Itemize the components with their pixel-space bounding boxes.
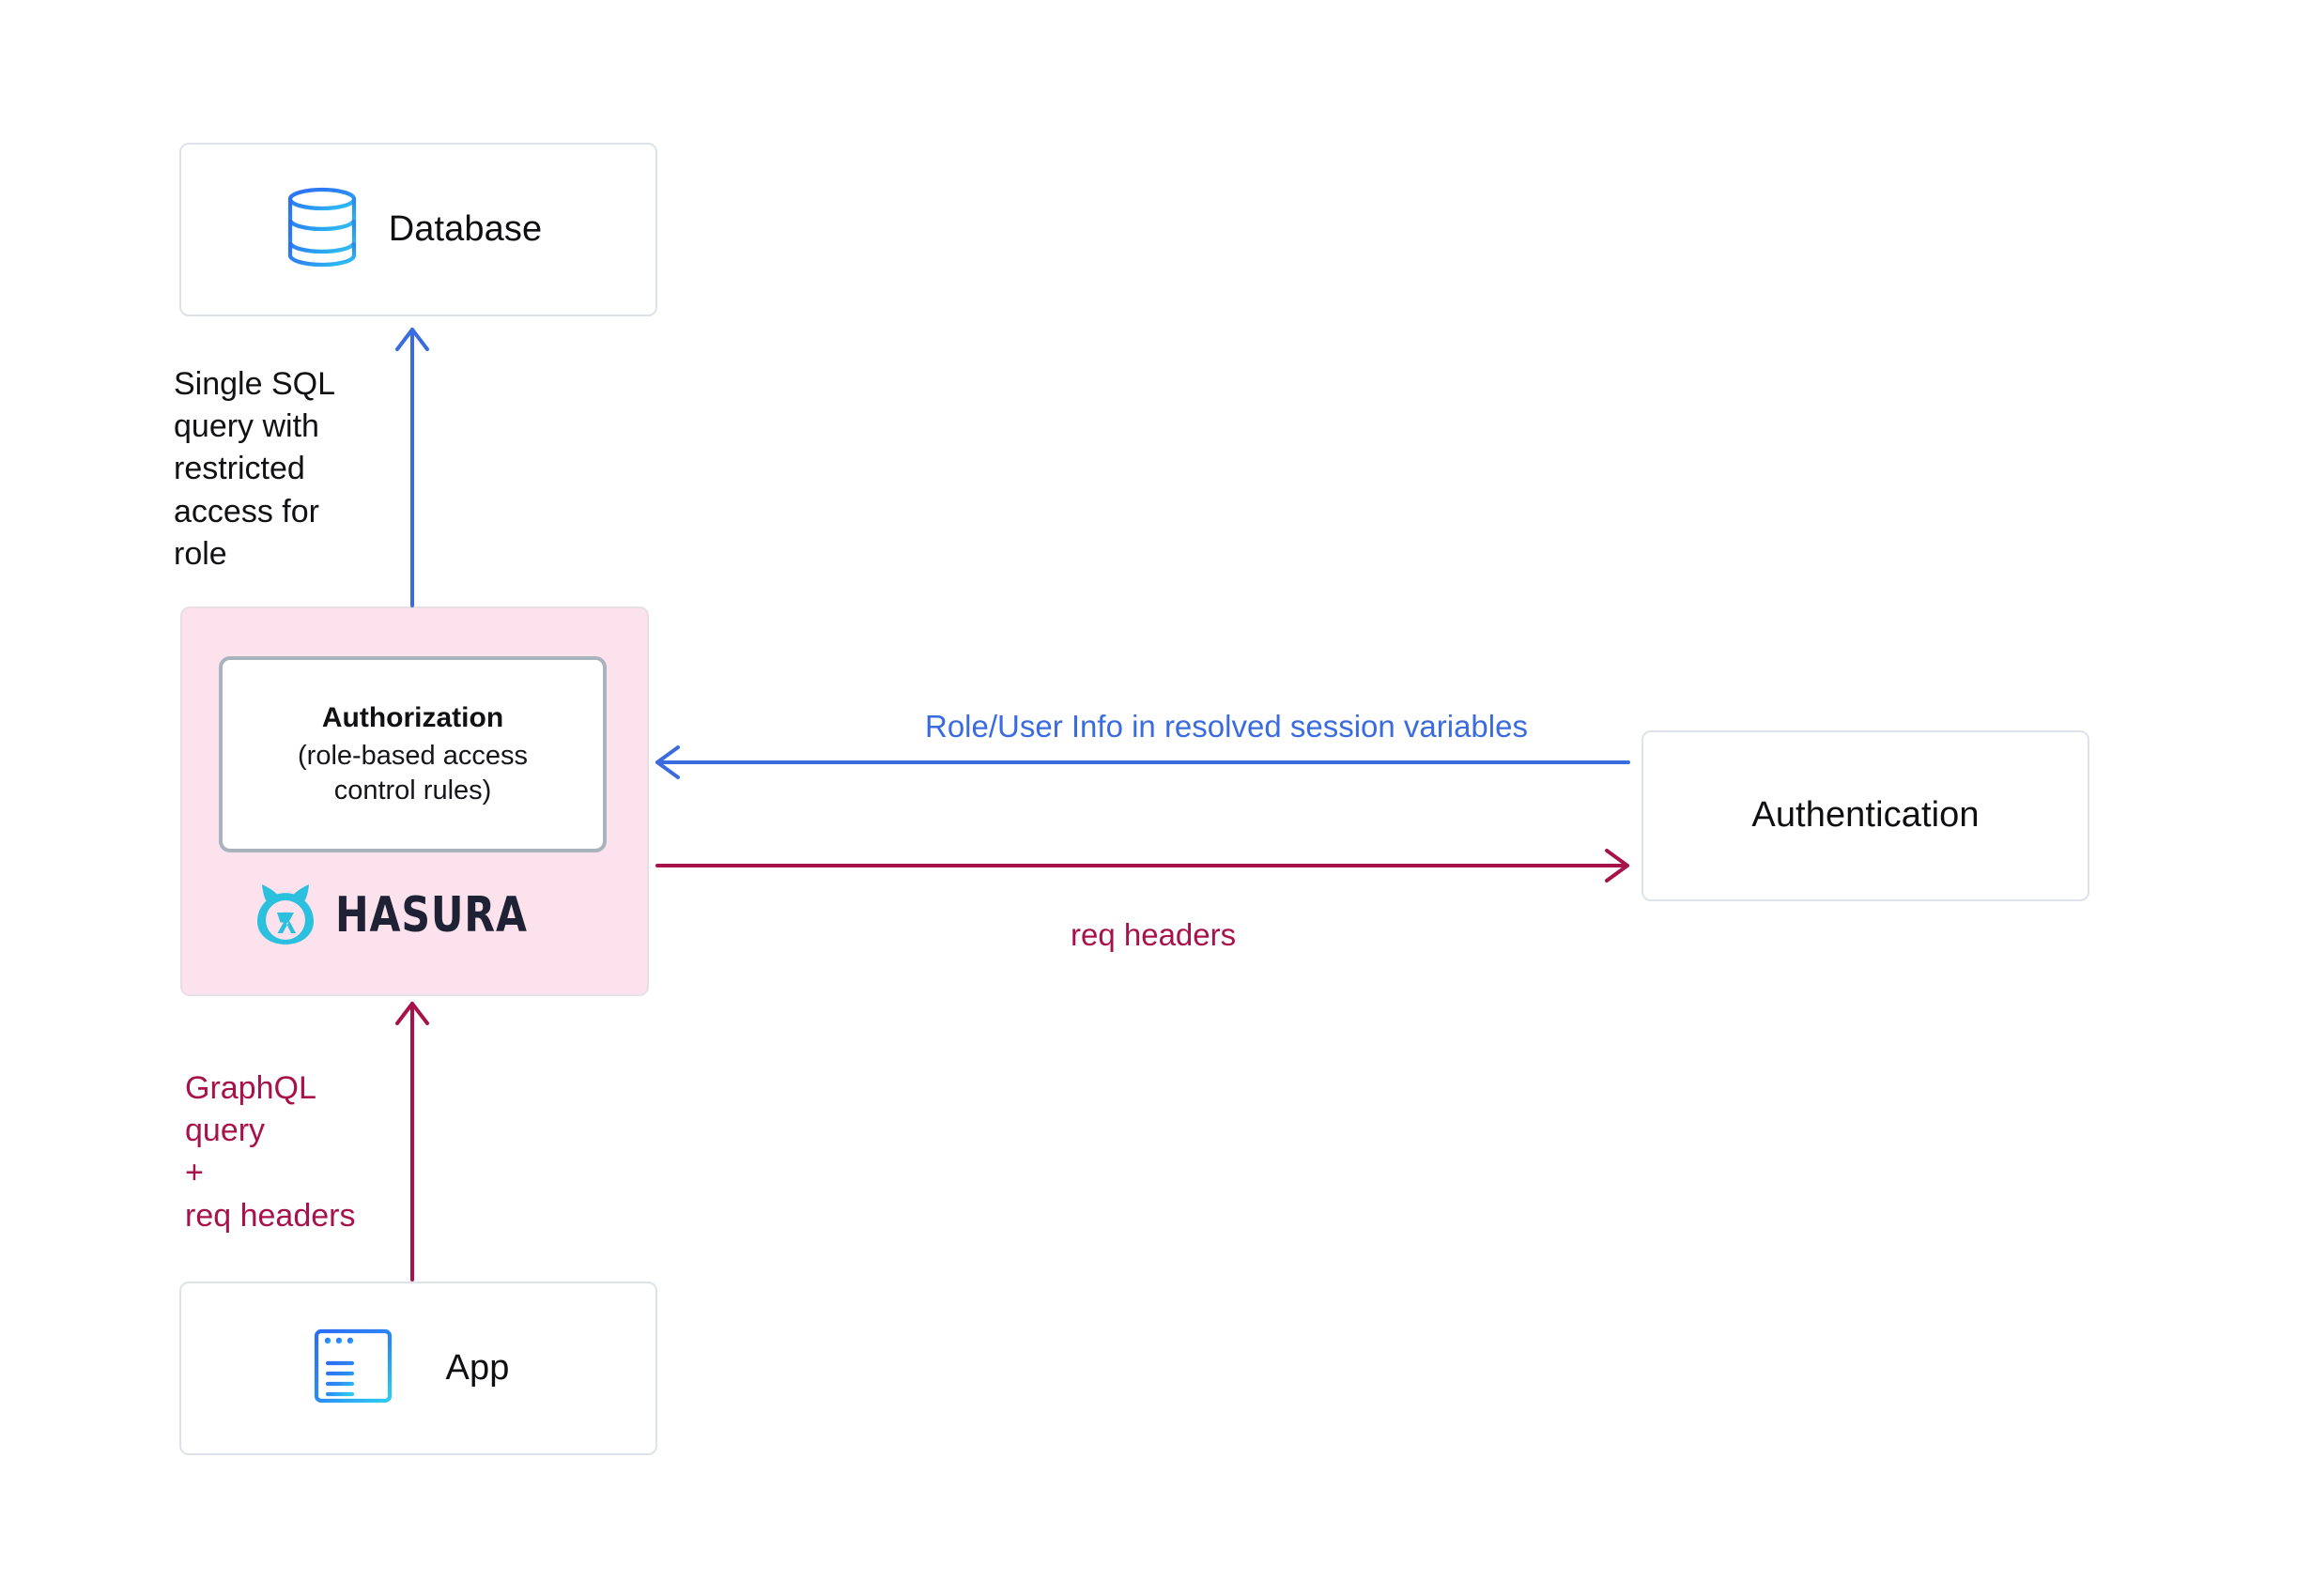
authorization-subtitle-line-2: control rules) (333, 775, 492, 806)
app-node-content: App (313, 1326, 510, 1411)
app-label: App (445, 1347, 510, 1388)
session-variables-label: Role/User Info in resolved session varia… (925, 709, 1528, 744)
database-label: Database (388, 208, 543, 249)
app-query-label: GraphQL query + req headers (185, 1070, 356, 1234)
browser-window-icon (313, 1326, 393, 1411)
database-node[interactable]: Database (179, 143, 657, 316)
connector-db-query-arrow (395, 328, 429, 607)
database-node-content: Database (284, 187, 542, 272)
authorization-subtitle-line-1: (role-based access (298, 741, 528, 772)
req-headers-label: req headers (1071, 917, 1237, 952)
connector-session-variables-arrow (655, 745, 1630, 779)
hasura-logo: HASURA (178, 879, 643, 951)
authorization-card[interactable]: Authorization (role-based access control… (219, 656, 607, 852)
hasura-lambda-cat-icon (253, 879, 318, 951)
app-node[interactable]: App (179, 1281, 657, 1455)
authentication-label: Authentication (1751, 795, 1980, 836)
authentication-node[interactable]: Authentication (1642, 730, 2089, 901)
db-query-label: Single SQL query with restricted access … (174, 366, 335, 572)
hasura-wordmark: HASURA (334, 886, 528, 944)
connector-req-headers-arrow (655, 849, 1629, 882)
database-cylinder-icon (284, 187, 361, 272)
authorization-title: Authorization (321, 701, 504, 733)
hasura-node[interactable]: Authorization (role-based access control… (180, 606, 649, 996)
